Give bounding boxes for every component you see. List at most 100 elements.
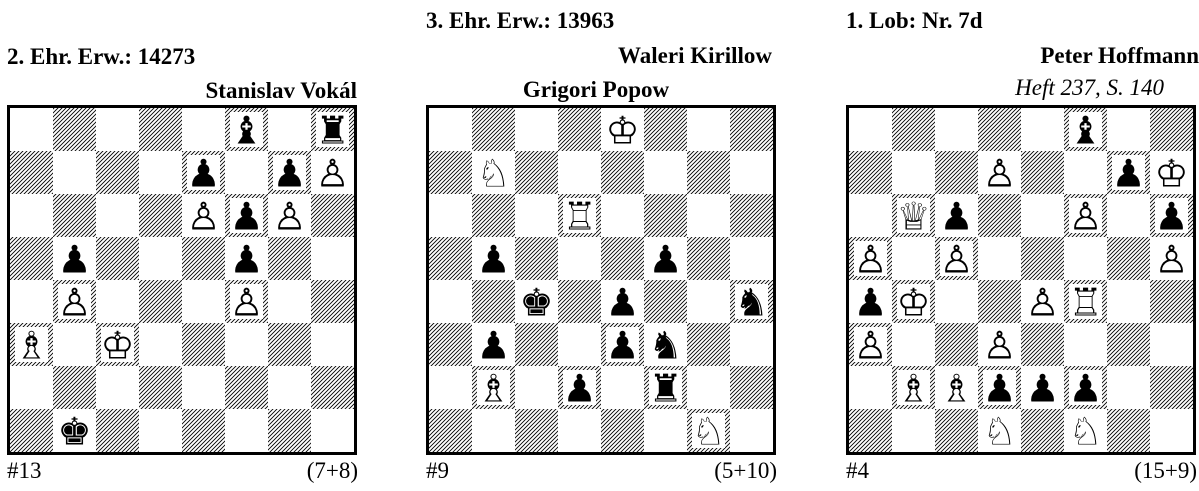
dark-square [182,237,225,280]
light-square [1107,194,1150,237]
dark-square [53,194,96,237]
light-square [558,237,601,280]
dark-square [935,323,978,366]
dark-square [1107,323,1150,366]
light-square [182,366,225,409]
dark-square [601,409,644,452]
dark-square [10,151,53,194]
black-pawn-icon: ♟ [562,367,596,411]
white-pawn-icon: ♙ [1068,195,1102,239]
black-pawn-icon: ♟ [476,238,510,282]
black-pawn-icon: ♟ [476,324,510,368]
black-king-icon: ♚ [519,281,553,325]
light-square [139,237,182,280]
light-square [53,323,96,366]
black-pawn-icon: ♟ [1025,367,1059,411]
light-square [558,323,601,366]
light-square [1150,323,1193,366]
light-square [730,151,773,194]
light-square [1107,366,1150,409]
light-square [515,194,558,237]
light-square [268,366,311,409]
black-pawn-icon: ♟ [853,281,887,325]
light-square [730,323,773,366]
black-pawn-icon: ♟ [1111,152,1145,196]
light-square [1064,151,1107,194]
dark-square [311,366,354,409]
light-square [687,194,730,237]
light-square [10,108,53,151]
white-king-icon: ♔ [896,281,930,325]
dark-square [96,151,139,194]
problem-coauthor: Grigori Popow [426,77,766,103]
dark-square [182,409,225,452]
light-square [1021,194,1064,237]
white-king-icon: ♔ [605,109,639,153]
problem-author: Waleri Kirillow [426,43,772,69]
light-square [935,108,978,151]
white-pawn-icon: ♙ [853,238,887,282]
light-square [687,280,730,323]
light-square [892,409,935,452]
dark-square [139,194,182,237]
problem-heading: 1. Lob: Nr. 7d [846,8,1199,34]
dark-square [601,237,644,280]
dark-square [1021,409,1064,452]
dark-square [96,409,139,452]
light-square [10,194,53,237]
black-rook-icon: ♜ [648,367,682,411]
problem-author: Stanislav Vokál [7,78,357,104]
dark-square [1107,409,1150,452]
light-square [601,366,644,409]
light-square [892,323,935,366]
light-square [182,280,225,323]
white-bishop-icon: ♗ [896,367,930,411]
dark-square [1021,237,1064,280]
problem-source: Heft 237, S. 140 [846,75,1164,101]
dark-square [96,237,139,280]
white-pawn-icon: ♙ [57,281,91,325]
dark-square [1150,108,1193,151]
black-pawn-icon: ♟ [272,152,306,196]
light-square [139,409,182,452]
dark-square [558,108,601,151]
dark-square [311,194,354,237]
dark-square [472,194,515,237]
dark-square [53,366,96,409]
black-pawn-icon: ♟ [186,152,220,196]
dark-square [182,323,225,366]
dark-square [311,280,354,323]
dark-square [472,108,515,151]
dark-square [515,409,558,452]
black-pawn-icon: ♟ [1068,367,1102,411]
light-square [182,108,225,151]
light-square [1021,108,1064,151]
light-square [849,366,892,409]
white-pawn-icon: ♙ [229,281,263,325]
light-square [96,280,139,323]
dark-square [730,194,773,237]
light-square [515,366,558,409]
black-bishop-icon: ♝ [1068,109,1102,153]
light-square [139,323,182,366]
stipulation: #4 [846,458,869,484]
light-square [849,108,892,151]
black-pawn-icon: ♟ [939,195,973,239]
dark-square [892,108,935,151]
light-square [1107,280,1150,323]
light-square [730,409,773,452]
light-square [601,194,644,237]
light-square [1150,409,1193,452]
light-square [53,151,96,194]
white-pawn-icon: ♙ [939,238,973,282]
light-square [96,194,139,237]
light-square [1064,323,1107,366]
dark-square [978,280,1021,323]
dark-square [558,280,601,323]
piece-count: (15+9) [1134,458,1197,484]
chess-problem-1: 2. Ehr. Erw.: 14273 Stanislav Vokál ♝♜♟♟… [7,0,367,491]
dark-square [139,366,182,409]
dark-square [644,280,687,323]
dark-square [849,409,892,452]
white-knight-icon: ♘ [691,410,725,453]
